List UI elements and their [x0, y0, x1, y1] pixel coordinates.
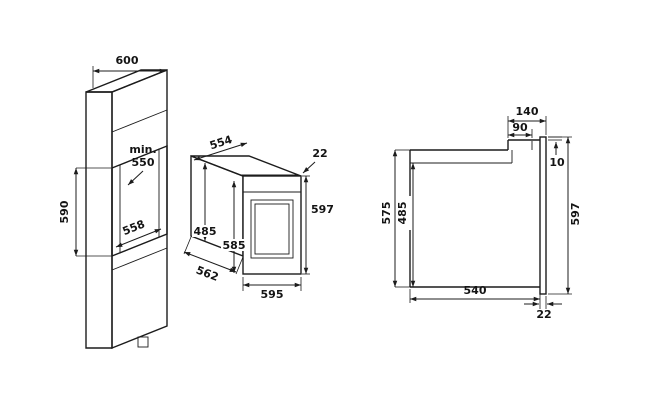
dim-oven-front-lip: 22 [302, 147, 328, 174]
dim-section-front-height-label: 597 [569, 203, 582, 226]
dim-section-panel-depth-label: 90 [512, 121, 528, 134]
dim-section-niche-height-label: 575 [380, 202, 393, 225]
dim-oven-front-total-height: 597 [302, 175, 334, 275]
dim-section-top-gap-label: 10 [549, 156, 565, 169]
cabinet-side-face [111, 68, 168, 350]
section-oven-door [539, 136, 547, 295]
dim-cabinet-min-depth-label: 550 [132, 156, 155, 169]
dim-section-panel-depth: 90 [507, 121, 533, 138]
dim-oven-body-height-label: 485 [194, 225, 217, 238]
oven-door-window-outer [250, 199, 294, 259]
dim-oven-top-width-label: 554 [208, 133, 234, 153]
dim-cabinet-opening-width-label: 558 [121, 217, 147, 238]
dim-cabinet-opening-height: 590 [58, 167, 111, 257]
dim-section-recess-depth: 140 [507, 105, 547, 138]
dim-section-niche-depth: 540 [409, 284, 541, 309]
dim-cabinet-min-depth: min. 550 [127, 143, 157, 186]
dim-section-top-gap: 10 [548, 136, 565, 169]
dim-cabinet-opening-width: 558 [115, 217, 162, 248]
oven-front-panel [242, 175, 302, 275]
dim-cabinet-top-width-label: 600 [116, 54, 139, 67]
oven-door-window-inner [254, 203, 290, 255]
dim-oven-front-width: 595 [242, 277, 302, 301]
cabinet-foot [137, 336, 149, 348]
dim-cabinet-min-label: min. [129, 143, 156, 156]
dim-section-niche-depth-label: 540 [464, 284, 487, 297]
cabinet-top-face [85, 69, 168, 93]
tall-cabinet-view: 600 min. 550 590 558 [58, 54, 168, 350]
dim-oven-front-total-height-label: 597 [311, 203, 334, 216]
oven-view: 554 22 597 485 585 562 [183, 133, 334, 301]
dim-section-cavity-height: 485 [396, 163, 416, 287]
dim-section-recess-depth-label: 140 [516, 105, 539, 118]
dim-cabinet-top-width: 600 [92, 54, 166, 88]
oven-top-face [190, 155, 302, 177]
dim-cabinet-opening-height-label: 590 [58, 200, 71, 223]
dim-oven-body-depth-label: 562 [194, 264, 220, 284]
dim-oven-front-height-label: 585 [223, 239, 246, 252]
dim-oven-front-width-label: 595 [261, 288, 284, 301]
dim-section-front-height: 597 [548, 136, 582, 295]
cabinet-divider-top [111, 109, 168, 133]
side-section-view: 140 90 10 575 485 [380, 105, 582, 321]
cabinet-divider-bottom [111, 247, 168, 271]
dim-section-door-thickness: 22 [524, 296, 562, 321]
dim-oven-front-lip-label: 22 [312, 147, 327, 160]
dim-section-cavity-height-label: 485 [396, 202, 409, 225]
dim-section-niche-height: 575 [380, 149, 410, 288]
dim-oven-body-height: 485 [192, 163, 218, 241]
dim-section-door-thickness-label: 22 [536, 308, 551, 321]
cabinet-front-face [85, 91, 113, 349]
